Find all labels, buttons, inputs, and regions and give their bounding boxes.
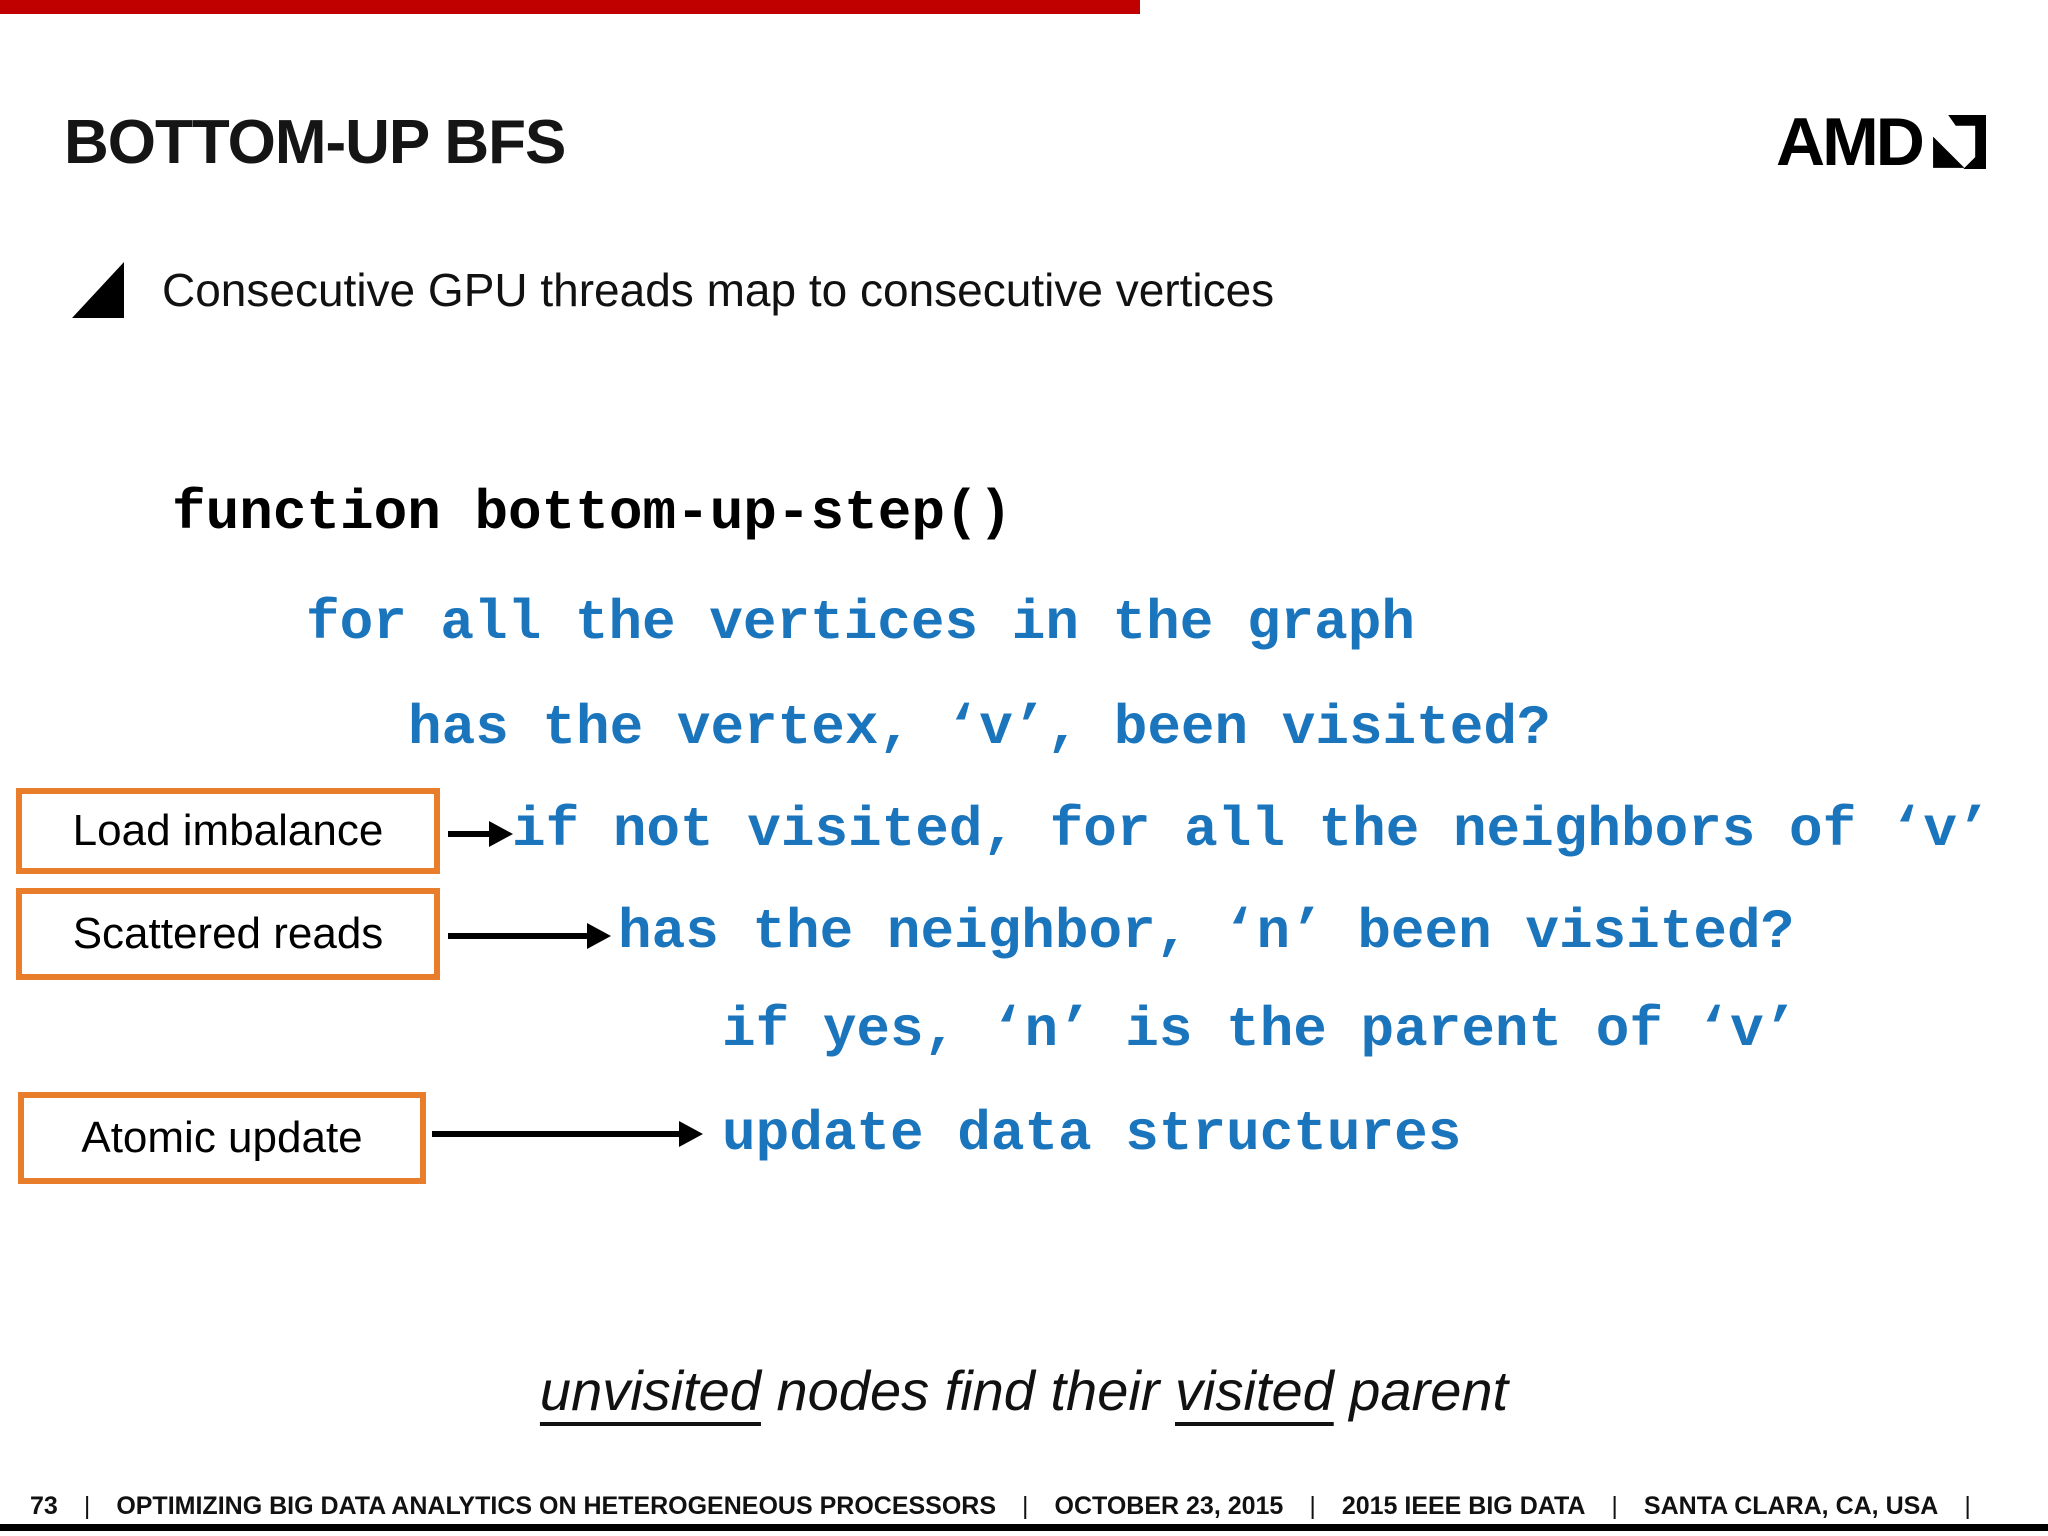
- conclusion-mid: nodes find their: [760, 1359, 1175, 1422]
- footer-separator: |: [1611, 1492, 1618, 1520]
- footer-location: SANTA CLARA, CA, USA: [1643, 1492, 1939, 1520]
- amd-logo: AMD: [1776, 104, 1986, 180]
- code-line-has-vertex-visited: has the vertex, ‘v’, been visited?: [408, 696, 1551, 760]
- arrow-scattered-reads-icon: [448, 923, 611, 949]
- callout-label: Load imbalance: [72, 806, 384, 855]
- code-line-has-neighbor-visited: has the neighbor, ‘n’ been visited?: [618, 900, 1795, 964]
- triangle-bullet-icon: [72, 262, 124, 318]
- amd-logo-text: AMD: [1776, 104, 1925, 180]
- callout-box-scattered-reads: Scattered reads: [16, 888, 440, 980]
- arrow-load-imbalance-icon: [448, 821, 513, 847]
- footer-rule: [0, 1524, 2048, 1531]
- arrow-atomic-update-icon: [432, 1121, 703, 1147]
- footer-presentation-title: OPTIMIZING BIG DATA ANALYTICS ON HETEROG…: [116, 1492, 997, 1520]
- slide-title: BOTTOM-UP BFS: [64, 108, 566, 177]
- code-line-if-not-visited: if not visited, for all the neighbors of…: [512, 798, 1991, 862]
- footer-conference: 2015 IEEE BIG DATA: [1341, 1492, 1586, 1520]
- callout-box-load-imbalance: Load imbalance: [16, 788, 440, 874]
- code-line-for-all-vertices: for all the vertices in the graph: [306, 591, 1415, 655]
- footer-separator: |: [1022, 1492, 1029, 1520]
- code-line-update-structures: update data structures: [722, 1102, 1462, 1166]
- bullet-text: Consecutive GPU threads map to consecuti…: [162, 264, 1275, 316]
- callout-box-atomic-update: Atomic update: [18, 1092, 426, 1184]
- conclusion-unvisited: unvisited: [539, 1359, 761, 1422]
- conclusion-text: unvisited nodes find their visited paren…: [0, 1358, 2048, 1423]
- footer-separator: |: [83, 1492, 91, 1520]
- conclusion-visited: visited: [1175, 1359, 1334, 1422]
- bullet-row: Consecutive GPU threads map to consecuti…: [72, 262, 1274, 318]
- footer-separator: |: [1964, 1492, 1971, 1520]
- code-line-function: function bottom-up-step(): [172, 481, 1013, 545]
- footer: 73 | OPTIMIZING BIG DATA ANALYTICS ON HE…: [30, 1492, 2020, 1521]
- callout-label: Atomic update: [81, 1113, 363, 1162]
- footer-date: OCTOBER 23, 2015: [1054, 1492, 1284, 1520]
- amd-arrow-icon: [1932, 115, 1986, 169]
- code-line-if-yes-parent: if yes, ‘n’ is the parent of ‘v’: [722, 998, 1798, 1062]
- callout-label: Scattered reads: [72, 909, 384, 958]
- footer-separator: |: [1309, 1492, 1316, 1520]
- footer-page-number: 73: [30, 1492, 58, 1520]
- top-progress-bar: [0, 0, 1140, 14]
- conclusion-end: parent: [1333, 1359, 1509, 1422]
